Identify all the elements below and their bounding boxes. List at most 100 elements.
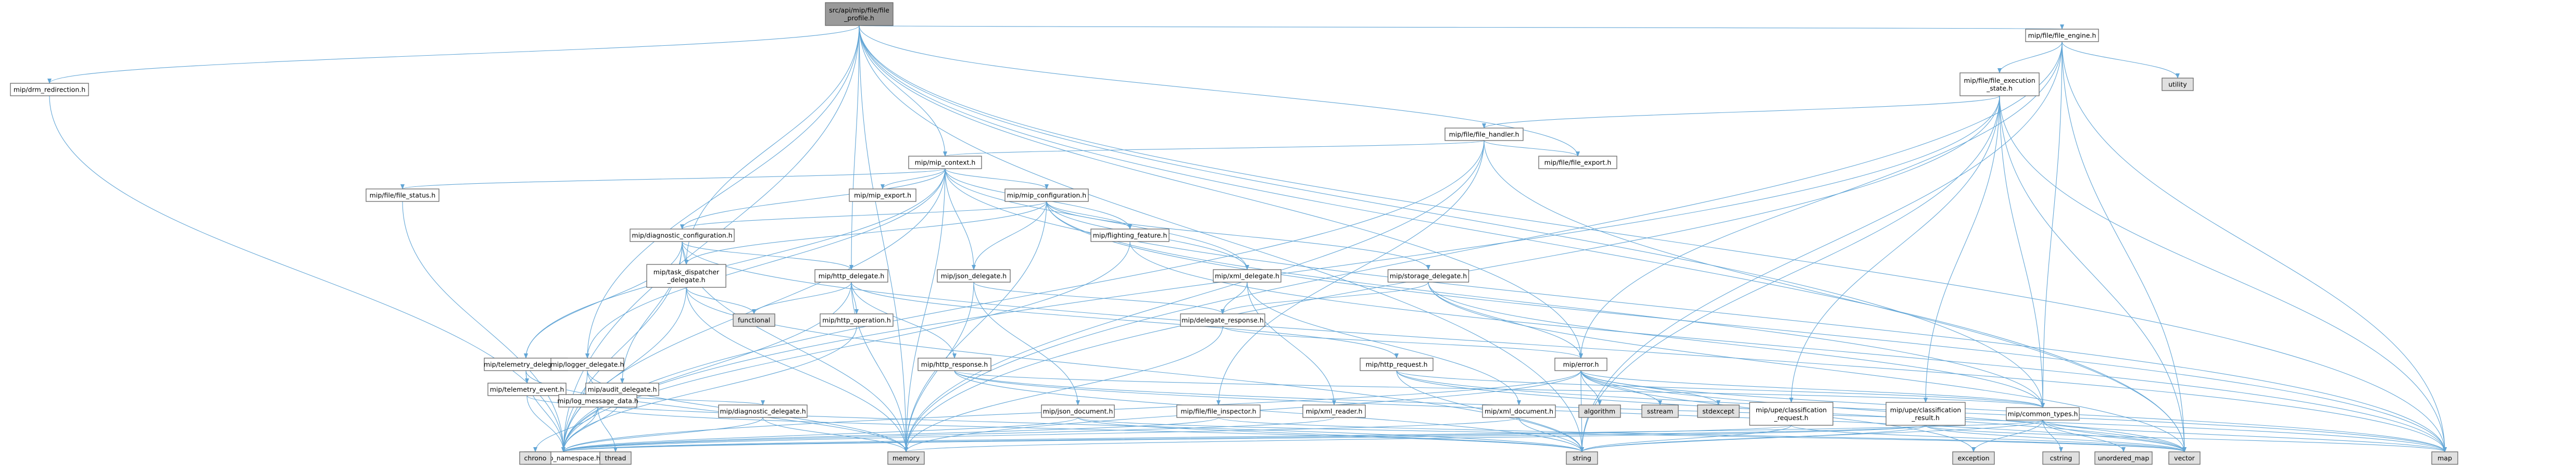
node-logd[interactable]: mip/logger_delegate.h xyxy=(550,358,624,371)
edge-root-to-vector xyxy=(859,25,2187,452)
node-diagd[interactable]: mip/diagnostic_delegate.h xyxy=(718,404,808,418)
edge-mipctx-to-fstatus xyxy=(400,168,946,189)
node-httpd[interactable]: mip/http_delegate.h xyxy=(814,269,888,283)
edge-teleev-to-string xyxy=(526,395,1584,452)
node-string: string xyxy=(1566,451,1598,465)
node-error[interactable]: mip/error.h xyxy=(1554,358,1607,371)
node-fe[interactable]: mip/file/file_engine.h xyxy=(2025,29,2099,42)
node-ucres-box xyxy=(1886,402,1966,426)
node-stdexcept-box xyxy=(1697,404,1740,418)
edge-root-to-httpd xyxy=(849,25,860,270)
edge-fes-to-string xyxy=(1580,95,2000,452)
node-logmsg[interactable]: mip/log_message_data.h xyxy=(557,394,638,408)
node-jsondoc[interactable]: mip/json_document.h xyxy=(1041,404,1115,418)
edge-fe-to-error xyxy=(1579,41,2063,359)
edge-mipctx-to-jsond xyxy=(945,168,976,270)
node-algorithm-box xyxy=(1578,404,1621,418)
node-jsond[interactable]: mip/json_delegate.h xyxy=(937,269,1011,283)
edge-fe-to-fes xyxy=(1997,41,2063,73)
edge-fes-to-ucres xyxy=(1924,95,2000,403)
edge-mipctx-to-memory xyxy=(904,168,946,452)
node-fes[interactable]: mip/file/file_execution_state.h xyxy=(1959,72,2040,96)
node-thread-box xyxy=(599,451,632,465)
node-root-label-1: _profile.h xyxy=(844,14,874,22)
node-root-label-0: src/api/mip/file/file xyxy=(829,6,889,14)
node-fstatus[interactable]: mip/file/file_status.h xyxy=(366,188,439,202)
node-common-label-0: mip/common_types.h xyxy=(2008,410,2078,418)
edge-fe-to-memory xyxy=(904,41,2063,452)
node-xmldoc[interactable]: mip/xml_document.h xyxy=(1482,404,1556,418)
edge-diagcfg-to-httpd xyxy=(682,241,853,270)
edge-ucres-to-vector xyxy=(1925,425,2187,452)
edge-teled-to-memory xyxy=(525,370,908,452)
node-auditd[interactable]: mip/audit_delegate.h xyxy=(585,383,659,396)
edge-fe-to-common xyxy=(2041,41,2063,408)
node-delresp[interactable]: mip/delegate_response.h xyxy=(1180,313,1265,327)
node-httpop[interactable]: mip/http_operation.h xyxy=(820,313,894,327)
node-common[interactable]: mip/common_types.h xyxy=(2006,407,2080,421)
node-httpreq[interactable]: mip/http_request.h xyxy=(1360,358,1434,371)
node-httpd-label-0: mip/http_delegate.h xyxy=(819,272,885,280)
node-flight[interactable]: mip/flighting_feature.h xyxy=(1090,229,1170,242)
edge-ffinsp-to-vector xyxy=(1218,417,2187,452)
node-ucres[interactable]: mip/upe/classification_result.h xyxy=(1886,402,1966,426)
node-diagcfg[interactable]: mip/diagnostic_configuration.h xyxy=(630,229,735,242)
edge-root-to-taskd xyxy=(684,25,860,265)
edge-mipctx-to-logd xyxy=(585,168,946,359)
edge-fe-to-map xyxy=(2062,41,2447,452)
node-httpop-label-0: mip/http_operation.h xyxy=(822,316,891,324)
node-xmld[interactable]: mip/xml_delegate.h xyxy=(1213,269,1281,283)
node-xmld-box xyxy=(1213,269,1281,283)
edge-common-to-map xyxy=(2042,420,2447,452)
node-ucreq-label-0: mip/upe/classification xyxy=(1756,406,1827,414)
node-thread-label-0: thread xyxy=(605,454,626,462)
edge-fh-to-fexport xyxy=(1484,140,1580,157)
node-diagcfg-box xyxy=(630,229,735,242)
node-chrono-box xyxy=(519,451,551,465)
node-mipcfg[interactable]: mip/mip_configuration.h xyxy=(1004,188,1089,202)
node-stord[interactable]: mip/storage_delegate.h xyxy=(1387,269,1469,283)
node-drm[interactable]: mip/drm_redirection.h xyxy=(10,83,89,96)
node-fh[interactable]: mip/file/file_handler.h xyxy=(1444,128,1524,141)
node-taskd[interactable]: mip/task_dispatcher_delegate.h xyxy=(646,264,726,288)
node-ffinsp[interactable]: mip/file/file_inspector.h xyxy=(1176,404,1261,418)
node-jsondoc-box xyxy=(1041,404,1115,418)
node-root[interactable]: src/api/mip/file/file_profile.h xyxy=(825,2,894,26)
edge-logmsg-to-mipns xyxy=(561,407,598,452)
edge-mipctx-to-mipcfg xyxy=(945,168,1049,189)
node-memory-label-0: memory xyxy=(893,454,920,462)
node-ucreq[interactable]: mip/upe/classification_request.h xyxy=(1749,402,1833,426)
node-xmlr[interactable]: mip/xml_reader.h xyxy=(1302,404,1366,418)
edge-delresp-to-memory xyxy=(904,326,1223,452)
edge-stord-to-common xyxy=(1428,282,2045,408)
edge-fstatus-to-mipns xyxy=(402,201,566,452)
node-auditd-label-0: mip/audit_delegate.h xyxy=(588,386,657,394)
node-functional-label-0: functional xyxy=(738,316,770,324)
edge-error-to-common xyxy=(1580,370,2045,408)
edge-ucres-to-mipns xyxy=(562,425,1926,452)
edge-ucreq-to-vector xyxy=(1791,425,2187,452)
node-mipexp[interactable]: mip/mip_export.h xyxy=(849,188,916,202)
edge-httpd-to-httpreq xyxy=(851,282,1399,359)
edge-teleev-to-mipns xyxy=(526,395,566,452)
node-mipexp-box xyxy=(849,188,916,202)
node-teleev[interactable]: mip/telemetry_event.h xyxy=(487,383,567,396)
node-flight-box xyxy=(1090,229,1170,242)
node-teleev-box xyxy=(487,383,567,396)
edge-common-to-exception xyxy=(1971,420,2043,452)
node-drm-label-0: mip/drm_redirection.h xyxy=(14,86,85,94)
edge-xmldoc-to-mipns xyxy=(561,417,1519,452)
edge-root-to-drm xyxy=(47,25,860,84)
node-mipctx[interactable]: mip/mip_context.h xyxy=(908,156,982,169)
node-map-label-0: map xyxy=(2437,454,2452,462)
node-httpresp[interactable]: mip/http_response.h xyxy=(918,358,991,371)
edge-error-to-algorithm xyxy=(1580,370,1602,405)
node-vector-box xyxy=(2168,451,2201,465)
edge-jsondoc-to-mipns xyxy=(561,417,1078,452)
node-fexport[interactable]: mip/file/file_export.h xyxy=(1538,156,1617,169)
edge-mipcfg-to-jsond xyxy=(972,201,1047,270)
edge-root-to-fexport xyxy=(859,25,1580,157)
node-sstream-label-0: sstream xyxy=(1647,408,1673,415)
edge-diagcfg-to-map xyxy=(682,241,2447,452)
node-logd-label-0: mip/logger_delegate.h xyxy=(551,361,624,369)
